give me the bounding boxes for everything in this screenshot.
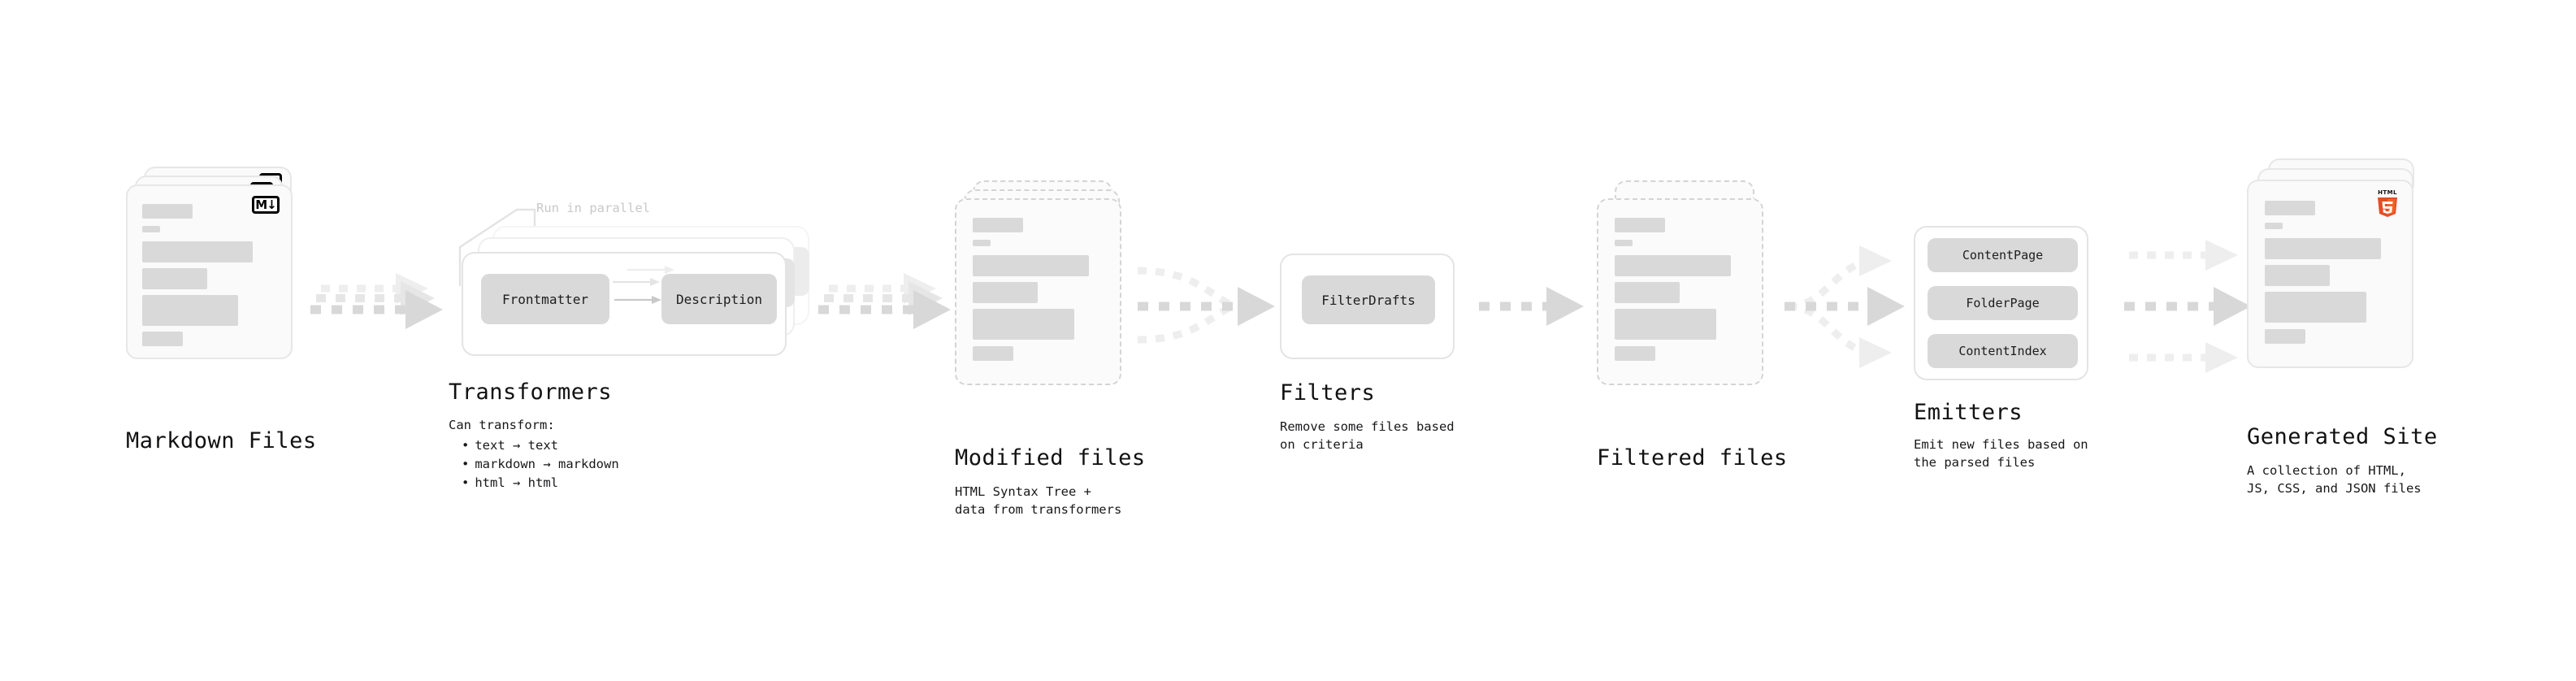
emitter-pill-folderpage[interactable]: FolderPage (1928, 286, 2078, 320)
transform-bullet: html → html (462, 474, 619, 492)
stage-title-modified-files: Modified files (955, 445, 1146, 471)
stage-title-generated-site: Generated Site (2247, 424, 2438, 449)
arrow-filters-to-filtered (1479, 287, 1584, 326)
transform-bullet: text → text (462, 436, 619, 455)
stage-subtitle-generated-site: A collection of HTML, JS, CSS, and JSON … (2247, 463, 2422, 497)
arrow-markdown-to-transformers (310, 273, 443, 329)
emitter-pill-contentindex[interactable]: ContentIndex (1928, 334, 2078, 368)
stage-modified-files (955, 180, 1130, 388)
transform-bullet: markdown → markdown (462, 455, 618, 474)
transformer-pill-description[interactable]: Description (661, 274, 777, 324)
filter-pill-filterdrafts[interactable]: FilterDrafts (1302, 275, 1435, 324)
stage-subtitle-filters: Remove some files based on criteria (1280, 419, 1455, 453)
stage-generated-site: CSS HTML (2247, 158, 2422, 374)
arrow-modified-to-filters (1137, 267, 1275, 344)
inner-arrow-icon (614, 296, 661, 304)
file-card-front (1597, 198, 1763, 385)
html5-icon: HTML (2374, 188, 2400, 219)
emitter-pill-contentpage[interactable]: ContentPage (1928, 238, 2078, 272)
stage-title-emitters: Emitters (1914, 400, 2023, 425)
file-card-front: M↓ (126, 184, 293, 359)
transformers-bullets: text → text markdown → markdown html → h… (449, 436, 619, 492)
arrow-transformers-to-modified (818, 273, 951, 329)
transformer-panel: Frontmatter Description (462, 252, 787, 356)
filtered-file-stack (1597, 180, 1772, 388)
stage-subtitle-emitters: Emit new files based on the parsed files (1914, 437, 2088, 471)
modified-file-stack (955, 180, 1130, 388)
stage-markdown-files: M↓ M↓ M↓ (126, 167, 297, 366)
file-card-front (955, 198, 1121, 385)
filters-panel: FilterDrafts (1280, 254, 1455, 359)
transformers-intro: Can transform: (449, 418, 555, 432)
markdown-file-stack: M↓ M↓ M↓ (126, 167, 297, 366)
stage-filtered-files (1597, 180, 1772, 388)
generated-site-file-stack: CSS HTML (2247, 158, 2422, 374)
arrow-emitters-to-site (2124, 240, 2251, 373)
emitters-panel: ContentPage FolderPage ContentIndex (1914, 226, 2088, 380)
svg-text:HTML: HTML (2378, 189, 2397, 196)
arrow-filtered-to-emitters (1785, 245, 1905, 368)
stage-subtitle-modified-files: HTML Syntax Tree + data from transformer… (955, 484, 1122, 518)
run-in-parallel-note: Run in parallel (536, 201, 650, 215)
stage-title-filtered-files: Filtered files (1597, 445, 1788, 471)
run-in-parallel-bracket (458, 208, 536, 286)
file-card-front: HTML (2247, 180, 2413, 368)
transformer-pill-frontmatter[interactable]: Frontmatter (481, 274, 609, 324)
inner-arrow-icon-ghost-1 (613, 278, 660, 286)
inner-arrow-icon-ghost-2 (627, 266, 674, 274)
markdown-icon: M↓ (252, 196, 280, 214)
stage-title-filters: Filters (1280, 380, 1376, 406)
stage-title-transformers: Transformers (449, 380, 613, 405)
stage-title-markdown-files: Markdown Files (126, 428, 317, 453)
